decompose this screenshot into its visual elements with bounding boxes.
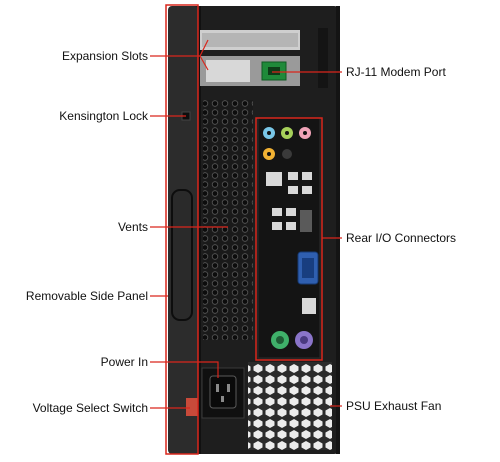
io-backplate xyxy=(257,117,321,359)
vent-grille xyxy=(203,100,253,340)
card-bracket-label xyxy=(206,60,250,82)
label-power-in: Power In xyxy=(100,355,148,369)
right-edge xyxy=(336,6,340,454)
ethernet-port xyxy=(266,172,282,186)
usb-port-3 xyxy=(288,186,298,194)
usb-port-6 xyxy=(286,208,296,216)
label-voltage-select-switch: Voltage Select Switch xyxy=(32,401,148,415)
leader-lines xyxy=(150,39,342,409)
label-kensington-lock: Kensington Lock xyxy=(59,109,148,123)
expansion-slot-cover-1-inset xyxy=(202,33,298,47)
panel-seam xyxy=(198,6,201,454)
label-rear-io-connectors: Rear I/O Connectors xyxy=(346,231,457,245)
expansion-slot-covers xyxy=(200,28,328,88)
power-in-leader xyxy=(150,361,219,378)
usb-port-4 xyxy=(302,186,312,194)
power-section xyxy=(186,362,332,450)
expansion-slots-leader-2 xyxy=(199,55,209,71)
label-vents: Vents xyxy=(117,220,148,234)
rj11-port-opening xyxy=(268,67,280,75)
slot-screw-rail xyxy=(318,28,328,88)
power-in-socket xyxy=(209,375,237,409)
label-rj11-modem-port: RJ-11 Modem Port xyxy=(346,65,446,79)
usb-port-8 xyxy=(286,222,296,230)
label-psu-exhaust-fan: PSU Exhaust Fan xyxy=(346,399,442,413)
audio-jack-black xyxy=(282,149,292,159)
usb-port-1 xyxy=(288,172,298,180)
label-expansion-slots: Expansion Slots xyxy=(61,49,148,63)
esata-port xyxy=(300,210,312,232)
side-panel-callout-box xyxy=(165,4,199,455)
hdmi-port xyxy=(302,298,316,314)
usb-port-5 xyxy=(272,208,282,216)
rear-io-callout-box xyxy=(255,117,323,361)
usb-port-7 xyxy=(272,222,282,230)
label-removable-side-panel: Removable Side Panel xyxy=(25,289,148,303)
voltage-select-switch xyxy=(186,398,198,416)
usb-port-2 xyxy=(302,172,312,180)
side-panel-handle xyxy=(171,189,193,321)
callout-boxes xyxy=(165,4,323,455)
psu-exhaust-fan xyxy=(248,362,332,450)
